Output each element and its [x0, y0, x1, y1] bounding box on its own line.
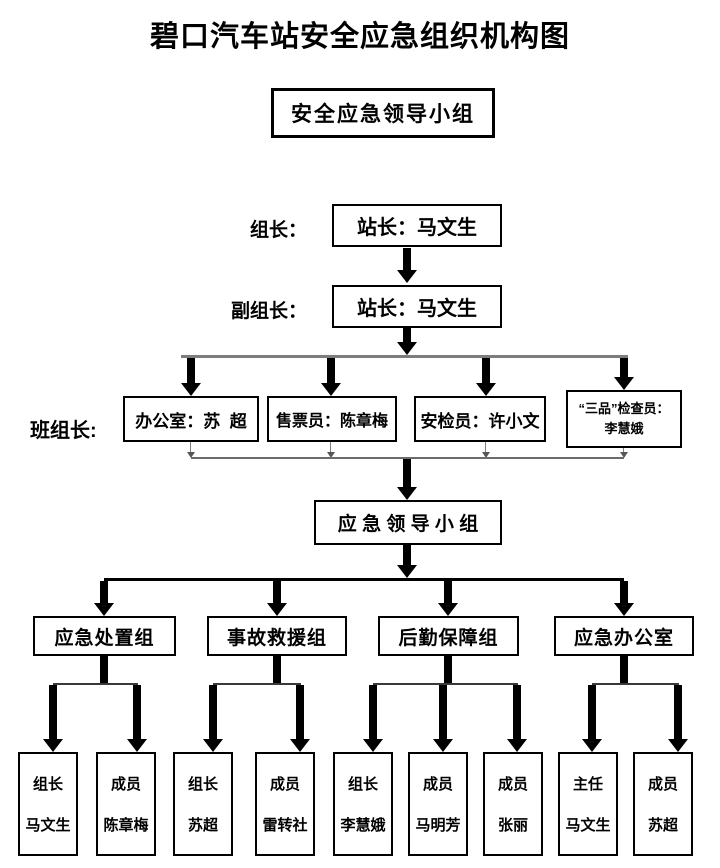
- connector-line: [181, 355, 628, 358]
- deputy-box: 站长：马文生: [332, 285, 502, 328]
- member-role: 成员: [110, 776, 141, 793]
- member-role: 组长: [32, 776, 63, 793]
- connector-line: [373, 683, 518, 685]
- connector-line: [213, 683, 301, 685]
- top-box: 安全应急领导小组: [271, 88, 495, 138]
- team-box-text: “三品”检查员：: [578, 400, 670, 416]
- group-box-response: 应急处置组: [33, 616, 176, 656]
- member-box: 成员 马明芳: [408, 752, 468, 856]
- member-box: 成员 陈章梅: [96, 752, 156, 856]
- member-name: 张丽: [497, 817, 528, 834]
- team-box-office: 办公室：苏 超: [123, 396, 259, 442]
- team-box-text: 李慧娥: [604, 421, 644, 436]
- member-box: 成员 雷转社: [255, 752, 315, 856]
- thin-arrow-down: [330, 442, 331, 452]
- arrow-down: [439, 685, 447, 739]
- deputy-label: 副组长：: [230, 301, 307, 322]
- connector-stub: [273, 656, 281, 684]
- arrow-down: [327, 358, 335, 383]
- member-name: 马文生: [25, 817, 71, 834]
- team-box-ticketing: 售票员：陈章梅: [267, 396, 397, 442]
- team-box-text: 安检员：许小文: [420, 411, 540, 431]
- mid-box: 应 急 领 导 小 组: [314, 500, 502, 545]
- arrow-down: [369, 685, 377, 739]
- team-box-text: 售票员：陈章梅: [275, 413, 388, 430]
- connector-line: [592, 683, 679, 685]
- arrow-down: [620, 358, 628, 377]
- arrow-down: [403, 248, 411, 270]
- arrow-down: [674, 685, 682, 739]
- arrow-down: [513, 685, 521, 739]
- thin-arrow-down: [190, 442, 191, 452]
- team-box-inspector: “三品”检查员： 李慧娥: [566, 390, 682, 448]
- group-box-rescue: 事故救援组: [207, 616, 347, 656]
- arrow-down: [100, 581, 108, 603]
- arrow-down: [273, 581, 281, 603]
- thin-arrow-down: [485, 442, 486, 452]
- member-box: 组长 马文生: [18, 752, 78, 856]
- connector-stub: [444, 656, 452, 684]
- connector-line: [191, 457, 624, 459]
- connector-line: [104, 578, 624, 581]
- member-role: 成员: [497, 776, 528, 793]
- member-role: 成员: [269, 776, 300, 793]
- member-name: 马明芳: [415, 817, 461, 834]
- group-box-office: 应急办公室: [554, 616, 694, 656]
- member-box: 组长 苏超: [173, 752, 233, 856]
- arrow-down: [588, 685, 596, 739]
- member-name: 李慧娥: [340, 817, 386, 834]
- arrow-down: [482, 358, 490, 383]
- member-role: 组长: [187, 776, 218, 793]
- member-name: 雷转社: [262, 817, 308, 834]
- arrow-down: [209, 685, 217, 739]
- member-box: 主任 马文生: [558, 752, 618, 856]
- group-box-logistics: 后勤保障组: [378, 616, 519, 656]
- team-label: 班组长:: [30, 420, 97, 442]
- arrow-down: [133, 685, 141, 739]
- connector-stub: [620, 656, 628, 684]
- arrow-down: [296, 685, 304, 739]
- arrow-down: [620, 581, 628, 603]
- member-name: 陈章梅: [103, 817, 149, 834]
- arrow-down: [49, 685, 57, 739]
- leader-label: 组长：: [249, 220, 307, 241]
- arrow-down: [403, 328, 411, 342]
- connector-stub: [100, 656, 108, 684]
- page-title: 碧口汽车站安全应急组织机构图: [149, 21, 570, 53]
- member-box: 组长 李慧娥: [333, 752, 393, 856]
- arrow-down: [444, 581, 452, 603]
- thin-arrow-down: [623, 448, 624, 452]
- member-role: 成员: [422, 776, 453, 793]
- member-name: 苏超: [647, 817, 678, 834]
- member-role: 成员: [647, 776, 678, 793]
- member-box: 成员 苏超: [633, 752, 693, 856]
- team-box-security: 安检员：许小文: [414, 396, 546, 442]
- arrow-down: [403, 545, 411, 565]
- member-role: 主任: [572, 776, 603, 793]
- leader-box: 站长：马文生: [332, 204, 502, 247]
- connector-line: [53, 683, 138, 685]
- member-box: 成员 张丽: [483, 752, 543, 856]
- arrow-down: [187, 358, 195, 383]
- team-box-text: 办公室：苏 超: [135, 411, 247, 431]
- member-name: 苏超: [187, 817, 218, 834]
- member-role: 组长: [347, 776, 378, 793]
- arrow-down: [403, 459, 411, 487]
- member-name: 马文生: [565, 817, 611, 834]
